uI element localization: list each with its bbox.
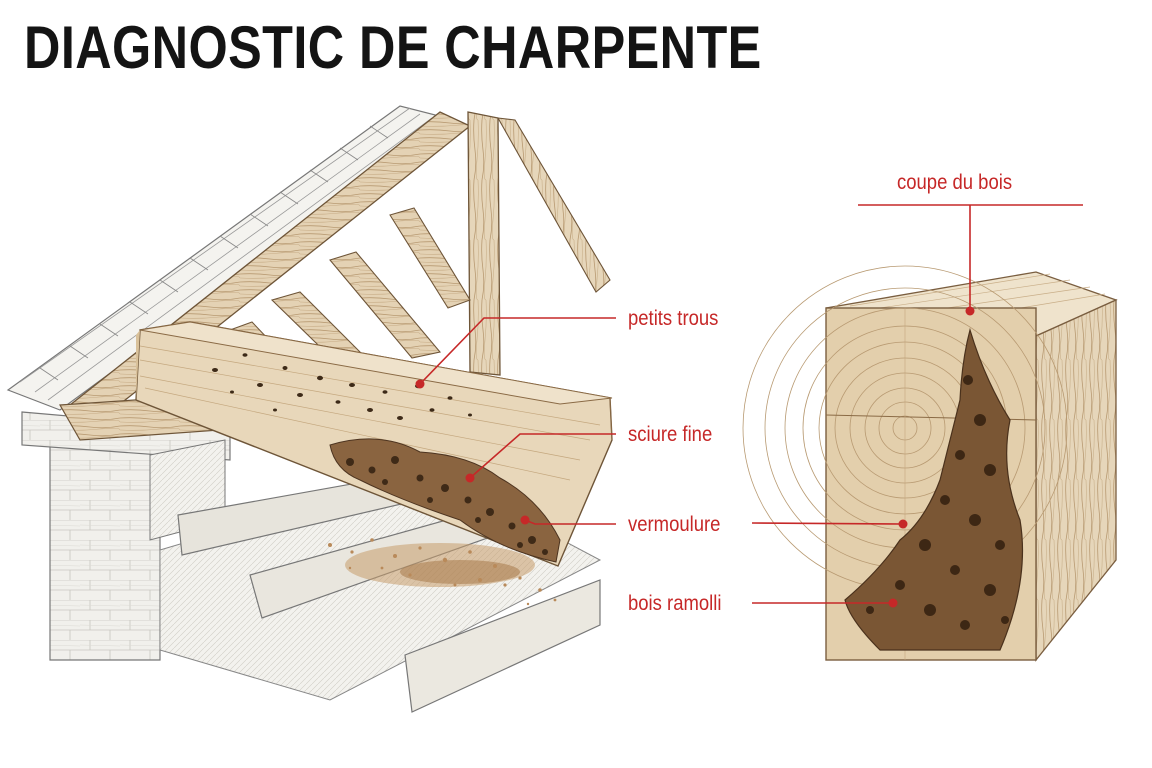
label-coupe-du-bois: coupe du bois: [897, 171, 1013, 194]
callout-dots: [415, 306, 975, 608]
label-vermoulure: vermoulure: [628, 513, 721, 536]
sawdust-pile: [328, 538, 557, 606]
callout-lines: [419, 204, 1083, 604]
label-bois-ramolli: bois ramolli: [628, 592, 722, 615]
damaged-beam-illustration: [135, 321, 613, 567]
label-petits-trous: petits trous: [628, 307, 719, 330]
page-title: DIAGNOSTIC DE CHARPENTE: [24, 14, 762, 81]
label-sciure-fine: sciure fine: [628, 423, 713, 446]
wood-holes: [212, 353, 472, 420]
beam-cross-section-illustration: [742, 265, 1118, 662]
